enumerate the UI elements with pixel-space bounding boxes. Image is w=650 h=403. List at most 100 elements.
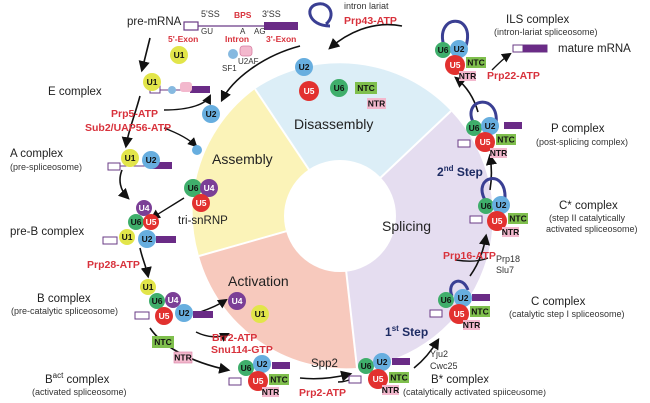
mature-mrna-label: mature mRNA (558, 43, 631, 55)
intron-lariat-label: intron lariat (344, 1, 389, 11)
svg-text:U1: U1 (255, 309, 266, 319)
segment-splicing: Splicing (382, 218, 431, 234)
c-complex-subtitle: (catalytic step I spliceosome) (509, 309, 625, 319)
tri-snrnp-label: tri-snRNP (178, 215, 228, 227)
watermark: 头条 @大学教育点滴 (486, 377, 598, 392)
svg-text:NTC: NTC (154, 337, 171, 347)
svg-text:U5: U5 (196, 198, 207, 208)
b-complex-subtitle: (pre-catalytic spliceosome) (11, 306, 118, 316)
a-label: A (240, 27, 246, 36)
svg-text:U5: U5 (480, 137, 491, 147)
segment-assembly: Assembly (212, 151, 273, 167)
svg-text:NTR: NTR (174, 353, 191, 363)
svg-text:U2: U2 (377, 357, 388, 367)
svg-text:U4: U4 (168, 295, 179, 305)
bps-label: BPS (234, 10, 252, 20)
svg-text:U6: U6 (188, 183, 199, 193)
svg-text:U2: U2 (299, 62, 310, 72)
ils-complex-title: ILS complex (506, 14, 570, 26)
side-arrows (150, 52, 512, 383)
u2af-icon (239, 45, 253, 57)
cstar-complex-subtitle-2: activated spliceosome) (546, 224, 638, 234)
tri-snrnp: U6 U4 U5 tri-snRNP (178, 179, 228, 227)
svg-text:NTR: NTR (368, 99, 385, 109)
pre-mrna: pre-mRNA 5'SS BPS 3'SS GU A AG 5'-Exon I… (127, 9, 298, 73)
splicing-sector (340, 111, 493, 368)
svg-text:U1: U1 (122, 232, 133, 242)
svg-text:NTR: NTR (490, 148, 507, 158)
svg-text:U2: U2 (257, 359, 268, 369)
svg-text:U5: U5 (253, 376, 264, 386)
svg-text:U5: U5 (146, 217, 157, 227)
cstar-complex: U6 U2 U5 NTC NTR C* complex (step II cat… (469, 177, 638, 237)
svg-text:U5: U5 (304, 86, 315, 96)
prp43-label: Prp43-ATP (344, 15, 397, 27)
svg-text:U6: U6 (241, 363, 252, 373)
svg-text:U2: U2 (179, 308, 190, 318)
svg-text:U5: U5 (454, 309, 465, 319)
ils-complex: U6 U2 U5 NTC NTR ILS complex (intron-lar… (435, 14, 631, 81)
p-complex-subtitle: (post-splicing complex) (536, 137, 628, 147)
exon5-label: 5'-Exon (168, 34, 198, 44)
svg-text:NTC: NTC (270, 375, 287, 385)
bact-complex-title: Bact complex (45, 371, 110, 386)
svg-text:U4: U4 (204, 183, 215, 193)
bact-complex-subtitle: (activated spliceosome) (32, 387, 127, 397)
cstar-complex-title: C* complex (559, 200, 618, 212)
gu-label: GU (201, 27, 213, 36)
spp2-label: Spp2 (311, 358, 338, 370)
sf1-label: SF1 (222, 64, 237, 73)
svg-text:NTC: NTC (509, 214, 526, 224)
svg-text:U2: U2 (206, 109, 217, 119)
svg-text:U6: U6 (438, 45, 449, 55)
svg-text:U4: U4 (232, 296, 243, 306)
segment-disassembly: Disassembly (294, 116, 373, 132)
cycle-wheel: Disassembly Assembly Splicing Activation… (192, 63, 493, 369)
snu114-label: Snu114-GTP (211, 344, 273, 356)
a-complex: A complex (pre-spliceosome) U1 U2 (10, 148, 172, 172)
svg-text:U2: U2 (142, 234, 153, 244)
p-complex-title: P complex (551, 123, 605, 135)
u2af-label: U2AF (238, 57, 259, 66)
pre-b-complex: pre-B complex U4 U6 U5 U1 U2 Prp28-ATP (10, 200, 176, 271)
svg-text:U2: U2 (496, 200, 507, 210)
prp28-label: Prp28-ATP (87, 259, 140, 271)
segment-activation: Activation (228, 273, 289, 289)
step-2-label: 2nd Step (437, 164, 483, 179)
svg-text:U5: U5 (159, 311, 170, 321)
svg-text:NTC: NTC (390, 373, 407, 383)
a-complex-subtitle: (pre-spliceosome) (10, 162, 82, 172)
svg-text:NTR: NTR (459, 71, 476, 81)
svg-text:NTC: NTC (467, 58, 484, 68)
svg-text:U6: U6 (441, 295, 452, 305)
ss5-label: 5'SS (201, 9, 220, 19)
exon3-box (264, 22, 298, 30)
svg-text:U6: U6 (361, 361, 372, 371)
svg-text:U6: U6 (334, 83, 345, 93)
prp16-label: Prp16-ATP (443, 250, 496, 262)
svg-text:U5: U5 (492, 216, 503, 226)
prp2-label: Prp2-ATP (299, 387, 346, 399)
intron-lariat-icon (308, 2, 333, 28)
disassembly-sector (255, 63, 451, 216)
ag-label: AG (254, 27, 266, 36)
brr2-label: Brr2-ATP (212, 332, 257, 344)
disassembly-products: intron lariat Prp43-ATP U2 U5 U6 NTC NTR (295, 1, 397, 109)
b-complex-title: B complex (37, 293, 91, 305)
bstar-complex: U6 U2 U5 NTC NTR B* complex (catalytical… (348, 349, 546, 397)
bstar-complex-title: B* complex (431, 374, 489, 386)
svg-text:U6: U6 (469, 123, 480, 133)
c-complex: U6 U2 U5 NTC NTR C complex (catalytic st… (429, 250, 625, 330)
ils-complex-subtitle: (intron-lariat spliceosome) (494, 27, 598, 37)
prp22-label: Prp22-ATP (487, 70, 540, 82)
cstar-complex-subtitle-1: (step II catalytically (549, 213, 626, 223)
svg-text:U6: U6 (131, 217, 142, 227)
u1-free-icon (170, 46, 188, 64)
svg-text:U6: U6 (481, 201, 492, 211)
svg-text:U5: U5 (450, 60, 461, 70)
pre-b-complex-title: pre-B complex (10, 226, 84, 238)
sf1-icon (228, 49, 238, 59)
ss3-label: 3'SS (262, 9, 281, 19)
svg-text:NTC: NTC (497, 135, 514, 145)
